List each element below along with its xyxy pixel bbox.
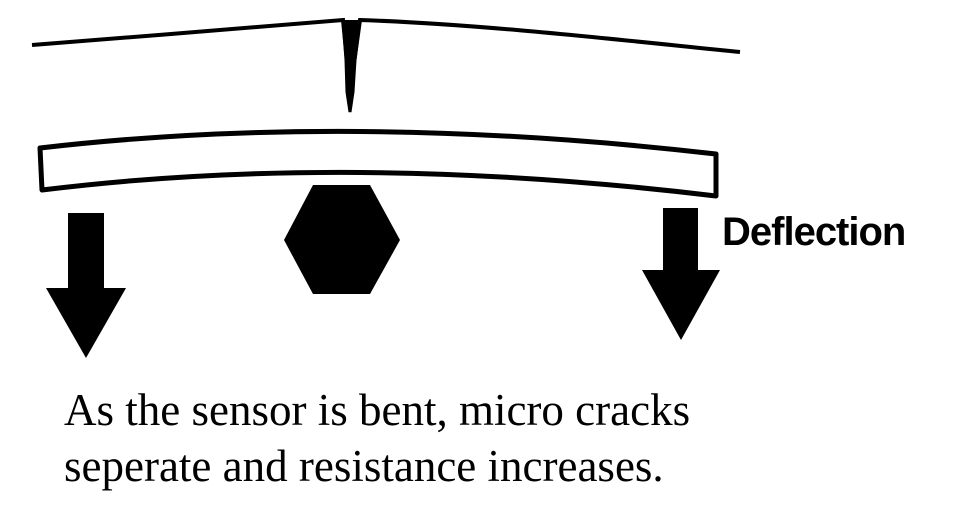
caption-line-1: As the sensor is bent, micro cracks: [64, 385, 691, 435]
caption-line-2: seperate and resistance increases.: [64, 441, 664, 491]
micro-crack: [341, 19, 362, 113]
fulcrum-hexagon: [284, 185, 400, 294]
deflection-label: Deflection: [722, 210, 906, 254]
caption: As the sensor is bent, micro cracks sepe…: [64, 382, 690, 494]
left-deflection-arrow: [46, 213, 126, 358]
bent-beam: [37, 128, 719, 199]
sensor-top-layer: [31, 17, 741, 93]
right-deflection-arrow: [642, 208, 720, 340]
